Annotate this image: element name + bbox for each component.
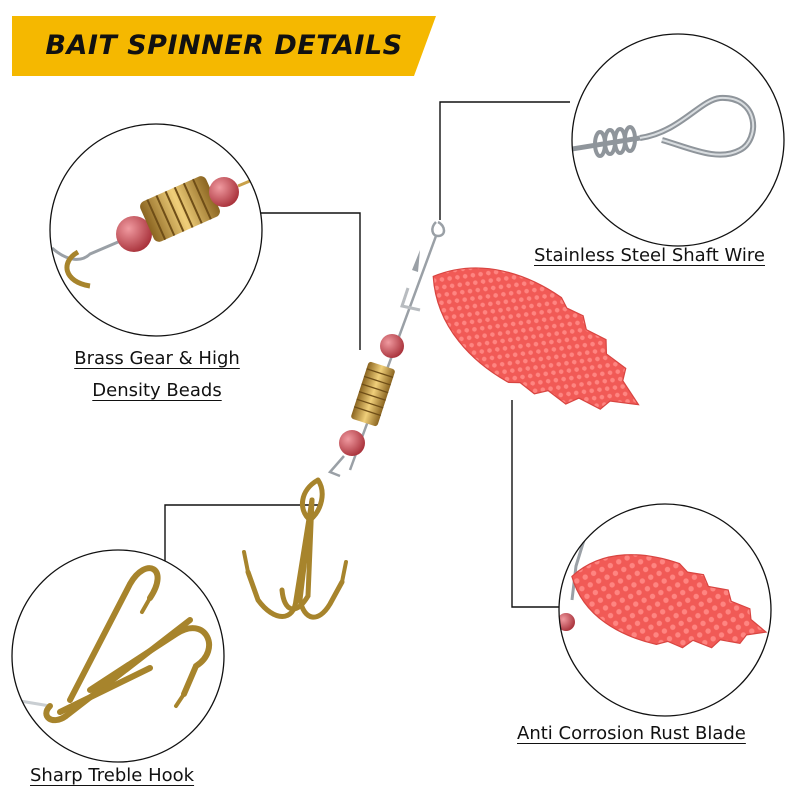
top-bead <box>380 334 404 358</box>
callout-brass-gear-line2: Density Beads <box>92 380 222 401</box>
clevis <box>400 287 421 312</box>
title-banner: BAIT SPINNER DETAILS <box>12 16 436 76</box>
callout-treble-hook: Sharp Treble Hook <box>30 765 195 786</box>
treble-hook <box>242 477 348 620</box>
detail-circle-blade <box>558 503 772 717</box>
callout-brass-gear-line1: Brass Gear & High <box>74 348 240 369</box>
detail-circle-shaft-wire <box>571 33 785 247</box>
bottom-bead <box>339 430 365 456</box>
brass-gear <box>351 361 395 427</box>
shaft-wire-loop <box>431 220 446 238</box>
spinner-blade <box>432 267 640 410</box>
page-title: BAIT SPINNER DETAILS <box>45 30 403 61</box>
detail-circle-brass-gear <box>49 123 263 337</box>
spinner-lure <box>242 220 640 620</box>
callout-blade: Anti Corrosion Rust Blade <box>517 723 746 744</box>
callout-shaft-wire: Stainless Steel Shaft Wire <box>534 245 765 266</box>
detail-circle-treble-hook <box>11 549 225 763</box>
